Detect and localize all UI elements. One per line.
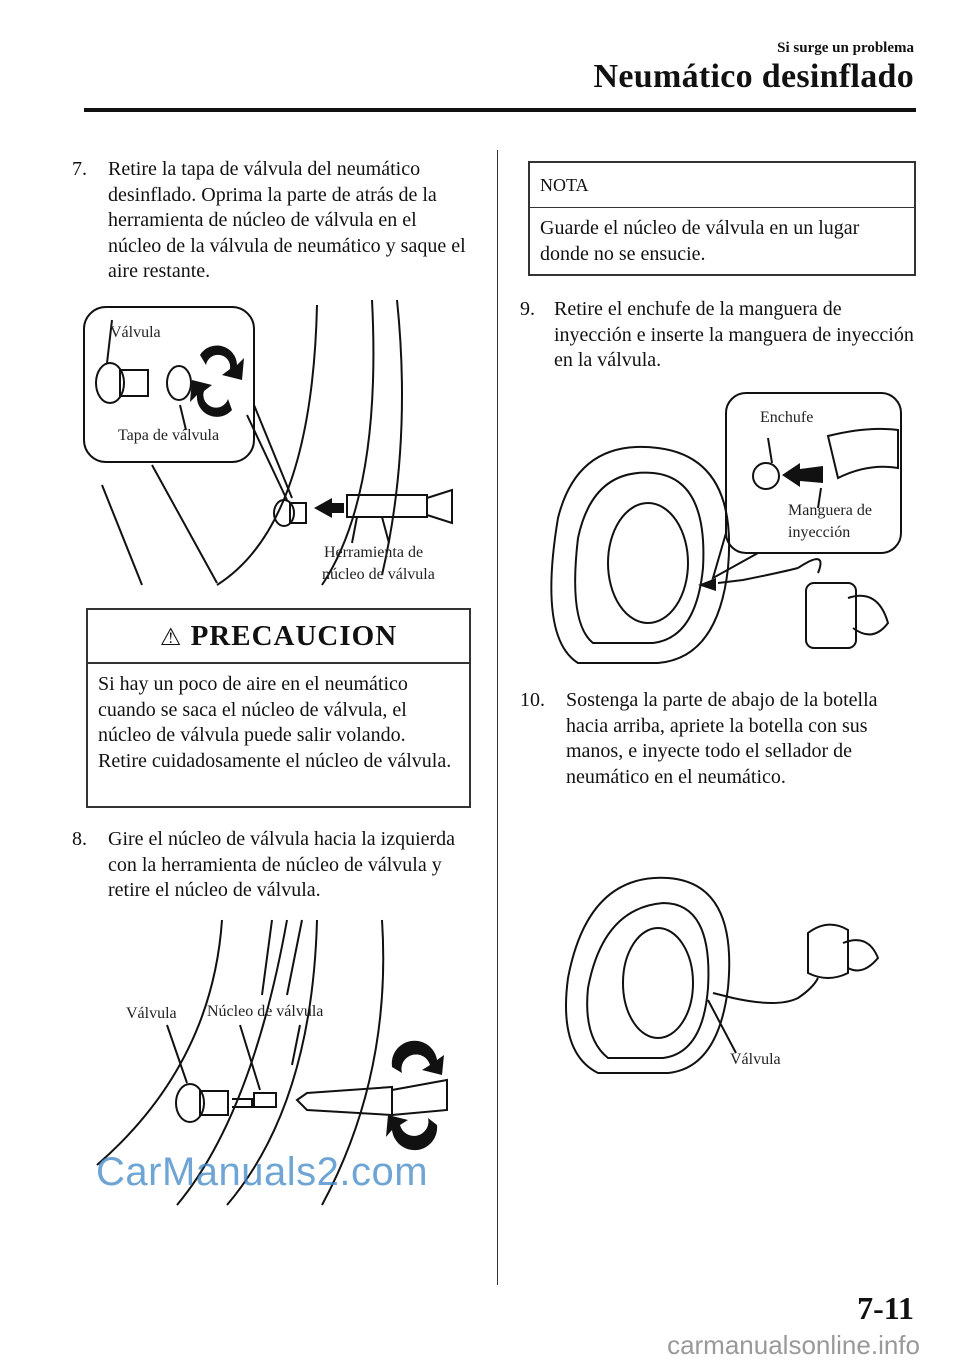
caution-text: Si hay un poco de aire en el neumático c… <box>98 673 452 772</box>
step-9: 9. Retire el enchufe de la manguera de i… <box>520 297 920 374</box>
valve-cap-figure: Válvula Tapa de válvula Herramienta de n… <box>83 299 453 586</box>
caution-header: ⚠ PRECAUCION <box>88 610 469 664</box>
step-text: Gire el núcleo de válvula hacia la izqui… <box>108 828 456 901</box>
label-hose-line2: inyección <box>788 524 850 541</box>
column-divider <box>497 150 498 1285</box>
note-box: NOTA Guarde el núcleo de válvula en un l… <box>528 161 916 276</box>
page-title: Neumático desinflado <box>593 58 914 95</box>
hose-insert-figure: Enchufe Manguera de inyección <box>550 392 902 664</box>
step-number: 10. <box>520 689 545 711</box>
step-number: 8. <box>72 828 87 850</box>
note-text: Guarde el núcleo de válvula en un lugar … <box>540 217 860 265</box>
label-valve-core: Núcleo de válvula <box>207 1003 323 1020</box>
valve-core-figure: Válvula Núcleo de válvula <box>96 919 448 1206</box>
footer-url: carmanualsonline.info <box>667 1330 920 1360</box>
label-valve: Válvula <box>110 324 161 341</box>
label-plug: Enchufe <box>760 409 813 426</box>
section-name: Si surge un problema <box>777 40 914 56</box>
page-number: 7-11 <box>857 1290 914 1326</box>
step-text: Sostenga la parte de abajo de la botella… <box>566 689 878 788</box>
caution-title: PRECAUCION <box>190 620 398 652</box>
step-text: Retire el enchufe de la manguera de inye… <box>554 298 914 371</box>
label-hose-line1: Manguera de <box>788 502 872 519</box>
step-8: 8. Gire el núcleo de válvula hacia la iz… <box>72 827 472 904</box>
label-tool-line2: núcleo de válvula <box>322 566 435 583</box>
step-7: 7. Retire la tapa de válvula del neumáti… <box>72 157 472 285</box>
label-valve: Válvula <box>730 1051 781 1068</box>
label-tool-line1: Herramienta de <box>324 544 423 561</box>
note-title: NOTA <box>530 163 914 208</box>
header-rule <box>84 108 916 112</box>
label-valve-cap: Tapa de válvula <box>118 427 219 444</box>
sealant-inject-figure: Válvula <box>565 876 880 1074</box>
step-10: 10. Sostenga la parte de abajo de la bot… <box>520 688 920 790</box>
step-text: Retire la tapa de válvula del neumático … <box>108 158 466 282</box>
label-valve: Válvula <box>126 1005 177 1022</box>
watermark-text: CarManuals2.com <box>96 1150 429 1194</box>
caution-box: ⚠ PRECAUCION Si hay un poco de aire en e… <box>86 608 471 808</box>
warning-icon: ⚠ <box>159 625 183 651</box>
step-number: 7. <box>72 158 87 180</box>
step-number: 9. <box>520 298 535 320</box>
